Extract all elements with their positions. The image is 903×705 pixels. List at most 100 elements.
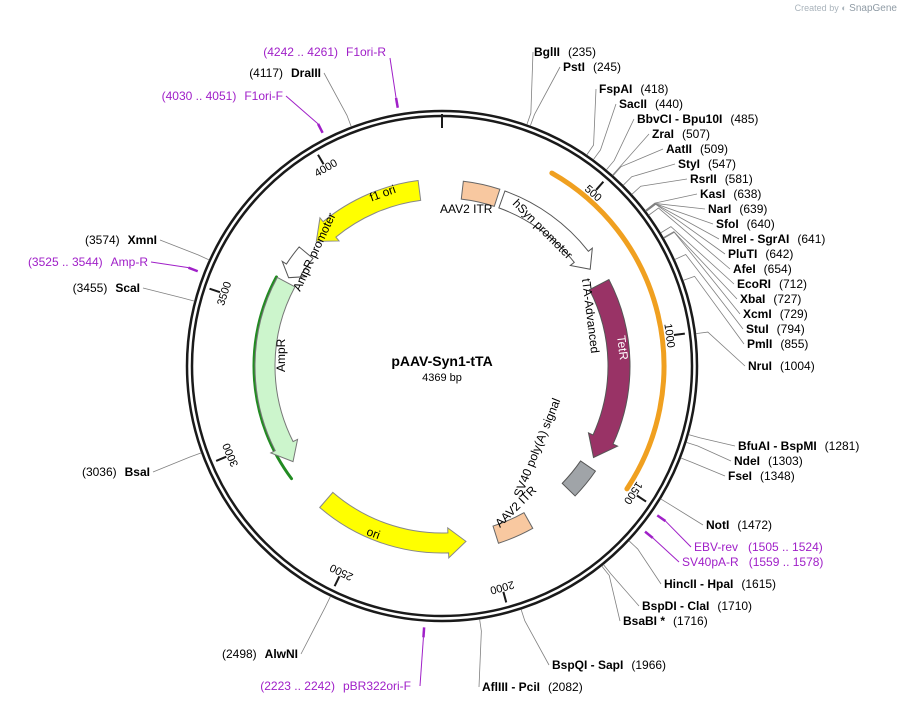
site-bsabi[interactable]: BsaBI *(1716) (623, 614, 708, 628)
site-mrei-sgrai[interactable]: MreI - SgrAI(641) (722, 232, 825, 246)
site-nari[interactable]: NarI(639) (708, 202, 767, 216)
site-leader-29 (478, 619, 482, 688)
site-leader-13 (645, 203, 726, 255)
site-leader-32 (142, 287, 195, 302)
f1-ori-feature[interactable] (315, 179, 422, 242)
site-fspai[interactable]: FspAI(418) (599, 82, 668, 96)
primer-leader-2 (150, 261, 189, 269)
tick-mark-500 (595, 180, 605, 191)
site-noti[interactable]: NotI(1472) (706, 518, 772, 532)
tick-mark-1000 (673, 332, 685, 337)
site-kasi[interactable]: KasI(638) (700, 187, 761, 201)
site-leader-8 (631, 178, 688, 195)
site-ndei[interactable]: NdeI(1303) (734, 454, 803, 468)
site-leader-3 (593, 103, 617, 160)
primer-bar-4 (644, 530, 654, 539)
primer-leader-5 (419, 637, 424, 687)
feature-label-tetr: TetR (614, 335, 631, 362)
site-hincii-hpai[interactable]: HincII - HpaI(1615) (664, 577, 776, 591)
site-leader-33 (159, 239, 210, 261)
site-leader-7 (622, 163, 676, 186)
site-draiii[interactable]: (4117)DraIII (249, 66, 321, 80)
site-bspdi-clai[interactable]: BspDI - ClaI(1710) (642, 599, 752, 613)
primer-bar-5 (422, 627, 426, 638)
hsyn-promoter-feature[interactable] (498, 190, 593, 270)
primer-bar-2 (187, 266, 199, 273)
tick-label-2500: 2500 (328, 561, 355, 583)
primer-sv40pa-r[interactable]: SV40pA-R(1559 .. 1578) (682, 555, 823, 569)
site-pmli[interactable]: PmlI(855) (747, 337, 808, 351)
aav2-itr-feature[interactable] (460, 180, 501, 207)
site-bbvci-bpu10i[interactable]: BbvCI - Bpu10I(485) (637, 112, 758, 126)
site-rsrii[interactable]: RsrII(581) (690, 172, 753, 186)
backbone-outer-ring (185, 109, 699, 623)
site-fsei[interactable]: FseI(1348) (728, 469, 795, 483)
site-leader-2 (586, 88, 597, 156)
feature-label-ori: ori (365, 524, 382, 542)
site-bfuai-bspmi[interactable]: BfuAI - BspMI(1281) (738, 439, 859, 453)
site-bsai[interactable]: (3036)BsaI (82, 465, 150, 479)
site-pluti[interactable]: PluTI(642) (728, 247, 793, 261)
tick-label-3500: 3500 (215, 280, 234, 307)
site-leader-lines (142, 51, 746, 688)
site-zrai[interactable]: ZraI(507) (652, 127, 710, 141)
aav2-itr-2-feature[interactable] (492, 511, 534, 544)
primer-bar-0 (394, 97, 399, 108)
primer-leader-4 (652, 537, 680, 563)
site-xmni[interactable]: (3574)XmnI (85, 233, 157, 247)
credit-brand: SnapGene (849, 3, 897, 14)
tick-mark-2000 (502, 591, 508, 603)
site-bspqi-sapi[interactable]: BspQI - SapI(1966) (552, 658, 666, 672)
site-sfoi[interactable]: SfoI(640) (716, 217, 775, 231)
tick-label-3000: 3000 (221, 441, 242, 468)
feature-label-sv40-polya: SV40 poly(A) signal (511, 396, 563, 499)
site-leader-9 (645, 193, 698, 211)
site-leader-18 (674, 254, 744, 330)
feature-label-aav2-itr: AAV2 ITR (440, 202, 493, 216)
primer-ebv-rev[interactable]: EBV-rev(1505 .. 1524) (694, 540, 823, 554)
primer-f1ori-f[interactable]: (4030 .. 4051)F1ori-F (162, 89, 283, 103)
site-leader-16 (663, 231, 738, 300)
site-leader-23 (680, 457, 726, 477)
site-leader-25 (628, 540, 662, 585)
site-styi[interactable]: StyI(547) (678, 157, 736, 171)
sv40-polya-feature[interactable] (561, 460, 597, 497)
ampr-feature[interactable] (254, 276, 299, 463)
site-leader-22 (686, 442, 732, 462)
primer-pbr322ori-f[interactable]: (2223 .. 2242)pBR322ori-F (260, 679, 411, 693)
primer-f1ori-r[interactable]: (4242 .. 4261)F1ori-R (263, 45, 386, 59)
site-nrui[interactable]: NruI(1004) (748, 359, 815, 373)
plasmid-name: pAAV-Syn1-tTA (391, 353, 492, 369)
site-sacii[interactable]: SacII(440) (619, 97, 683, 111)
site-alwni[interactable]: (2498)AlwNI (222, 647, 298, 661)
site-aatii[interactable]: AatII(509) (666, 142, 728, 156)
site-xcmi[interactable]: XcmI(729) (743, 307, 808, 321)
site-scai[interactable]: (3455)ScaI (73, 281, 140, 295)
tick-label-4000: 4000 (313, 157, 340, 180)
site-leader-0 (526, 51, 534, 125)
ampr-promoter-feature[interactable] (281, 246, 314, 279)
tta-advanced-feature[interactable] (587, 278, 631, 459)
primer-amp-r[interactable]: (3525 .. 3544)Amp-R (28, 255, 148, 269)
site-afliii-pcii[interactable]: AflIII - PciI(2082) (482, 680, 583, 694)
primer-leader-3 (665, 520, 692, 548)
site-bglii[interactable]: BglII(235) (534, 45, 596, 59)
plasmid-size: 4369 bp (422, 372, 462, 384)
snapgene-credit: Created by ◐ SnapGene (795, 3, 897, 14)
ori-feature[interactable] (319, 491, 467, 560)
tick-mark-2500 (333, 575, 341, 587)
tick-label-2000: 2000 (489, 578, 516, 596)
primer-bar-1 (316, 123, 324, 134)
feature-label-ampr: AmpR (274, 338, 288, 372)
site-leader-15 (660, 226, 735, 285)
site-psti[interactable]: PstI(245) (563, 60, 621, 74)
feature-arrows (252, 170, 667, 560)
primer-bar-3 (656, 514, 667, 523)
site-stui[interactable]: StuI(794) (746, 322, 805, 336)
site-afei[interactable]: AfeI(654) (733, 262, 792, 276)
site-ecori[interactable]: EcoRI(712) (737, 277, 807, 291)
site-leader-1 (529, 66, 561, 126)
site-xbai[interactable]: XbaI(727) (740, 292, 801, 306)
snapgene-logo-icon: ◐ (841, 3, 847, 13)
